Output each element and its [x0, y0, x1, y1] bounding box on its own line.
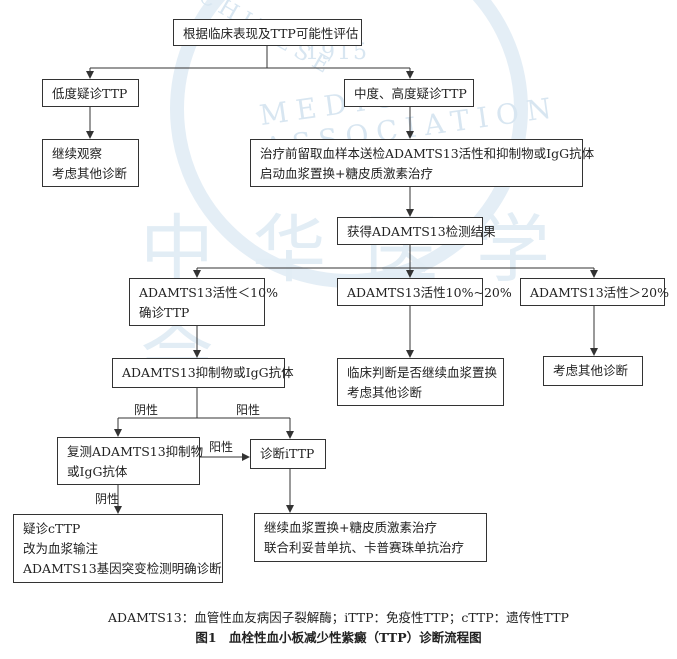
step-clinical-judgement: 临床判断是否继续血浆置换 考虑其他诊断: [337, 358, 504, 406]
node-text: ADAMTS13基因突变检测明确诊断: [23, 561, 222, 576]
node-text: 低度疑诊TTP: [52, 86, 128, 101]
node-text: 临床判断是否继续血浆置换: [347, 365, 498, 380]
node-text: ADAMTS13抑制物或IgG抗体: [122, 365, 294, 380]
step-consider-other: 考虑其他诊断: [543, 356, 643, 386]
step-activity-below-10: ADAMTS13活性＜10% 确诊TTP: [129, 278, 278, 326]
node-text: ADAMTS13活性＜10%: [139, 285, 278, 300]
step-inhibitor-test: ADAMTS13抑制物或IgG抗体: [112, 358, 294, 388]
node-text: 考虑其他诊断: [52, 166, 128, 181]
node-text: 疑诊cTTP: [23, 521, 81, 536]
node-text: 启动血浆置换+糖皮质激素治疗: [260, 166, 433, 181]
step-continue-treatment: 继续血浆置换+糖皮质激素治疗 联合利妥昔单抗、卡普赛珠单抗治疗: [254, 513, 487, 562]
node-text: 继续观察: [52, 146, 103, 161]
node-text: 改为血浆输注: [23, 541, 99, 556]
edge-label-negative: 阴性: [134, 403, 159, 417]
node-text: 考虑其他诊断: [553, 363, 629, 378]
node-text: 确诊TTP: [139, 305, 190, 320]
node-text: 诊断iTTP: [260, 446, 315, 461]
node-text: 获得ADAMTS13检测结果: [347, 224, 496, 239]
figure-caption: 图1 血栓性血小板减少性紫癜（TTP）诊断流程图: [195, 630, 482, 645]
step-activity-10-20: ADAMTS13活性10%~20%: [337, 278, 512, 306]
step-low-suspicion: 低度疑诊TTP: [42, 79, 139, 107]
edge-label-negative: 阴性: [95, 492, 120, 506]
figure-footnote: ADAMTS13：血管性血友病因子裂解酶；iTTP：免疫性TTP；cTTP：遗传…: [108, 610, 569, 625]
node-text: 联合利妥昔单抗、卡普赛珠单抗治疗: [264, 540, 465, 555]
node-text: ADAMTS13活性＞20%: [530, 285, 669, 300]
node-text: 或IgG抗体: [67, 464, 128, 479]
node-text: 中度、高度疑诊TTP: [354, 86, 467, 101]
node-text: 治疗前留取血样本送检ADAMTS13活性和抑制物或IgG抗体: [260, 146, 595, 161]
step-adamts13-result: 获得ADAMTS13检测结果: [337, 217, 496, 245]
node-text: 根据临床表现及TTP可能性评估: [183, 26, 359, 41]
node-text: ADAMTS13活性10%~20%: [347, 285, 512, 300]
step-activity-above-20: ADAMTS13活性＞20%: [520, 278, 669, 306]
step-assess-ttp-probability: 根据临床表现及TTP可能性评估: [173, 19, 362, 46]
edge-label-positive: 阳性: [209, 440, 234, 454]
step-diagnose-ittp: 诊断iTTP: [250, 439, 326, 469]
step-pretreatment-sampling: 治疗前留取血样本送检ADAMTS13活性和抑制物或IgG抗体 启动血浆置换+糖皮…: [250, 139, 595, 187]
step-suspect-cttp: 疑诊cTTP 改为血浆输注 ADAMTS13基因突变检测明确诊断: [13, 514, 223, 583]
node-text: 继续血浆置换+糖皮质激素治疗: [264, 520, 437, 535]
step-retest-inhibitor: 复测ADAMTS13抑制物 或IgG抗体: [57, 437, 204, 485]
step-observe: 继续观察 考虑其他诊断: [42, 139, 139, 187]
step-mid-high-suspicion: 中度、高度疑诊TTP: [344, 79, 474, 107]
edge-label-positive: 阳性: [236, 403, 261, 417]
node-text: 考虑其他诊断: [347, 385, 423, 400]
node-text: 复测ADAMTS13抑制物: [67, 444, 204, 459]
